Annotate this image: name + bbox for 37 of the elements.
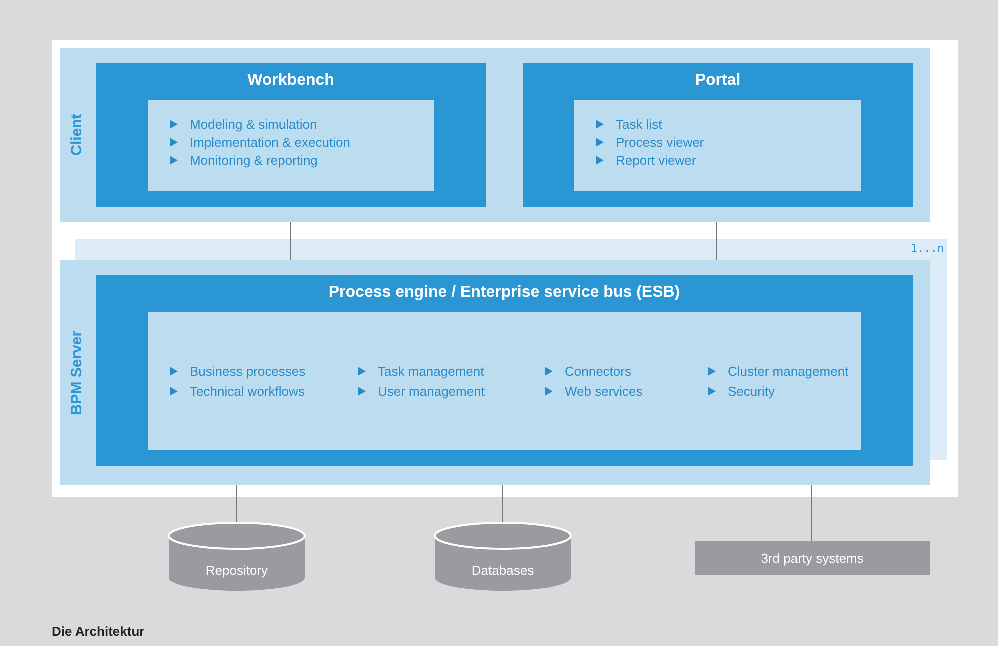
list-item: Task list <box>596 117 861 132</box>
list-item: Task management <box>358 364 545 378</box>
node-label: Databases <box>472 562 534 578</box>
list-item: Monitoring & reporting <box>170 153 434 168</box>
list-item: Connectors <box>545 364 708 378</box>
feature-list-box <box>574 100 861 191</box>
layer-label: BPM Server <box>68 330 86 415</box>
database-cylinder <box>434 522 572 592</box>
feature-list-box <box>148 100 434 191</box>
list-item: Web services <box>545 384 708 398</box>
multiplicity-label: 1...n <box>910 242 944 255</box>
list-item: Cluster management <box>708 364 868 378</box>
feature-list-box <box>148 312 861 450</box>
list-item: Business processes <box>170 364 358 378</box>
module-title: Portal <box>694 72 742 90</box>
layer-band <box>60 48 930 222</box>
database-cylinder <box>168 522 306 592</box>
node-label: Repository <box>206 562 268 578</box>
module-box <box>523 63 913 207</box>
connector-line <box>236 484 238 522</box>
list-item: Report viewer <box>596 153 861 168</box>
module-box <box>96 275 913 466</box>
caption: Die Architektur <box>52 624 145 639</box>
list-item: Implementation & execution <box>170 135 434 150</box>
module-title: Process engine / Enterprise service bus (ESB) <box>328 284 682 302</box>
system-box <box>695 541 930 575</box>
connector-line <box>502 484 504 522</box>
list-item: Security <box>708 384 868 398</box>
list-item: Technical workflows <box>170 384 358 398</box>
node-label: 3rd party systems <box>761 550 864 566</box>
module-box <box>96 63 486 207</box>
layer-band <box>60 260 930 485</box>
module-title: Workbench <box>246 72 336 90</box>
list-item: Process viewer <box>596 135 861 150</box>
layer-label: Client <box>68 114 86 156</box>
list-item: User management <box>358 384 545 398</box>
list-item: Modeling & simulation <box>170 117 434 132</box>
